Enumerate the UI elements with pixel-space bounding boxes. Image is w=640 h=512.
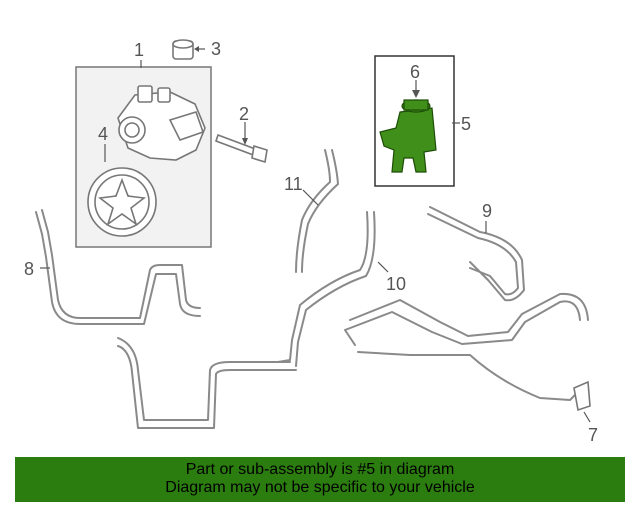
callout-10: 10 [386,274,406,294]
banner-line-2: Diagram may not be specific to your vehi… [165,479,475,496]
callout-4: 4 [98,124,108,144]
callout-8: 8 [24,259,34,279]
cap[interactable] [172,39,205,60]
return-line[interactable] [344,292,591,423]
banner-line-1: Part or sub-assembly is #5 in diagram [185,461,455,478]
pressure-line[interactable] [117,337,297,429]
hose-8[interactable] [35,209,201,325]
pulley[interactable] [87,167,157,237]
callout-9: 9 [482,201,492,221]
callout-2: 2 [239,104,249,124]
reservoir[interactable] [379,80,437,173]
callout-3: 3 [211,39,221,59]
callout-1: 1 [134,40,144,60]
callout-7: 7 [588,425,598,445]
callout-11: 11 [284,174,303,194]
info-banner: Part or sub-assembly is #5 in diagram Di… [15,457,625,502]
callout-5: 5 [461,114,471,134]
hose-10[interactable] [277,211,389,367]
hose-11[interactable] [295,149,339,273]
hose-9[interactable] [427,206,525,302]
power-steering-pump[interactable] [117,85,206,161]
bolt[interactable] [214,122,268,164]
callout-6: 6 [410,62,420,82]
